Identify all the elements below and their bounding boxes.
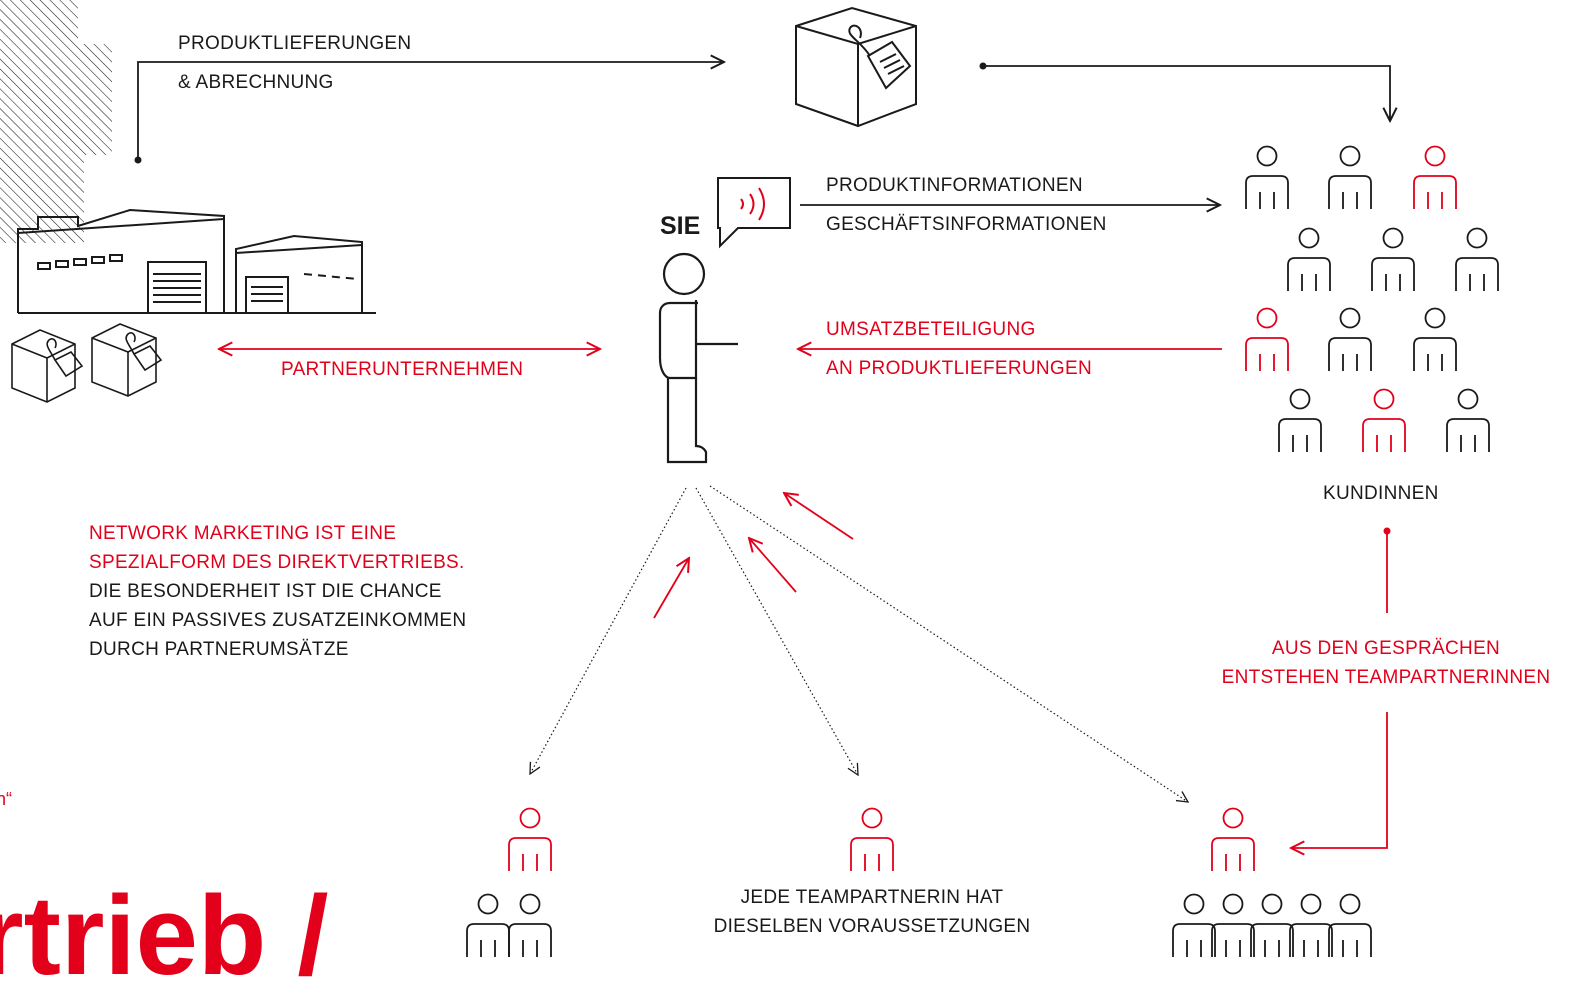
flow-arrows-black — [134, 62, 1391, 205]
customer-person-icon — [1287, 227, 1331, 291]
team-partner-person-icon — [1245, 307, 1289, 371]
flow-arrows-red — [219, 349, 1391, 848]
arrow-start-dot — [134, 156, 142, 164]
network-marketing-diagram — [0, 0, 1499, 957]
gespraeche-line2-label: ENTSTEHEN TEAMPARTNERINNEN — [1221, 667, 1551, 688]
large-title-fragment: rtrieb / — [0, 873, 329, 998]
return-arrow — [784, 493, 854, 540]
info-red-line: SPEZIALFORM DES DIREKTVERTRIEBS. — [89, 552, 465, 573]
info-black-line: DIE BESONDERHEIT IST DIE CHANCE — [89, 581, 442, 602]
customer-person-icon — [1371, 227, 1415, 291]
team-partner-person-icon — [850, 807, 894, 871]
info-black-line: AUF EIN PASSIVES ZUSATZEINKOMMEN — [89, 610, 467, 631]
arrow-start-dot — [979, 62, 987, 70]
partnerunternehmen-label: PARTNERUNTERNEHMEN — [281, 359, 524, 380]
customer-person-icon — [1278, 388, 1322, 452]
dotted-arrow — [530, 487, 687, 774]
gespraeche-line1-label: AUS DEN GESPRÄCHEN — [1271, 638, 1501, 659]
umsatzbeteiligung-label: UMSATZBETEILIGUNG — [826, 319, 1036, 340]
dotted-arrow — [695, 487, 858, 775]
info-paragraph: NETWORK MARKETING IST EINE SPEZIALFORM D… — [89, 519, 466, 664]
info-red-line: NETWORK MARKETING IST EINE — [89, 523, 397, 544]
customer-person-icon — [1172, 893, 1216, 957]
team-partner-person-icon — [1362, 388, 1406, 452]
package-with-tag-icon — [795, 6, 917, 128]
customer-person-icon — [1455, 227, 1499, 291]
customer-person-icon — [1250, 893, 1294, 957]
kundinnen-label: KUNDINNEN — [1323, 483, 1439, 504]
an-produktlieferungen-label: AN PRODUKTLIEFERUNGEN — [826, 358, 1093, 379]
package-with-tag-icon — [91, 323, 163, 397]
voraussetzungen-line2-label: DIESELBEN VORAUSSETZUNGEN — [713, 916, 1031, 937]
dotted-arrow — [709, 485, 1188, 802]
team-partner-person-icon — [508, 807, 552, 871]
teampartner-arrow — [1291, 712, 1388, 848]
customer-person-icon — [508, 893, 552, 957]
info-black-line: DURCH PARTNERUMSÄTZE — [89, 639, 349, 660]
produktinformationen-label: PRODUKTINFORMATIONEN — [826, 175, 1083, 196]
produktlieferungen-arrow — [137, 62, 724, 160]
geschaeftsinformationen-label: GESCHÄFTSINFORMATIONEN — [826, 214, 1107, 235]
factory-building-icon — [17, 208, 376, 314]
return-arrow — [749, 538, 797, 593]
return-arrow — [653, 558, 689, 619]
produktlieferungen-label: PRODUKTLIEFERUNGEN — [178, 33, 412, 54]
customer-person-icon — [1446, 388, 1490, 452]
customer-person-icon — [1211, 893, 1255, 957]
dotted-arrows — [530, 485, 1188, 802]
customer-person-icon — [1413, 307, 1457, 371]
voraussetzungen-line1-label: JEDE TEAMPARTNERIN HAT — [740, 887, 1004, 908]
hatched-background-shape — [0, 0, 112, 243]
speech-bubble-sound-icon — [717, 177, 791, 249]
customer-person-icon — [1328, 893, 1372, 957]
sie-label: SIE — [660, 212, 701, 240]
customer-person-icon — [1245, 145, 1289, 209]
customer-person-icon — [1328, 307, 1372, 371]
package-to-customers-arrow — [983, 65, 1390, 121]
team-partner-person-icon — [1413, 145, 1457, 209]
central-person-icon — [658, 252, 738, 464]
person-icon-group — [466, 145, 1499, 957]
customer-person-icon — [1328, 145, 1372, 209]
customer-person-icon — [1289, 893, 1333, 957]
customer-person-icon — [466, 893, 510, 957]
package-with-tag-icon — [11, 329, 84, 403]
abrechnung-label: & ABRECHNUNG — [178, 72, 334, 93]
left-edge-text-fragment: n“ — [0, 789, 13, 809]
team-partner-person-icon — [1211, 807, 1255, 871]
